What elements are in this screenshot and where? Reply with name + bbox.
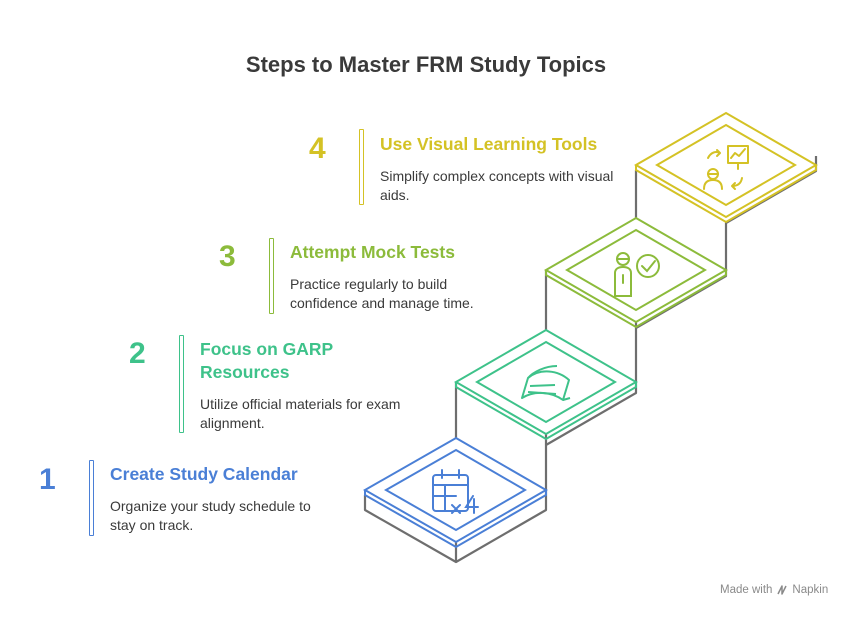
page-title: Steps to Master FRM Study Topics [245, 52, 607, 77]
napkin-brand-label: Napkin [792, 584, 829, 596]
step-3-description: Practice regularly to build confidence a… [290, 276, 474, 311]
step-2-number: 2 [129, 337, 146, 370]
step-4-heading: Use Visual Learning Tools [380, 134, 598, 154]
calendar-icon [432, 469, 479, 514]
step-4-description: Simplify complex concepts with visual ai… [380, 168, 614, 203]
step-3-platform [544, 216, 728, 329]
test-taker-icon [614, 252, 660, 297]
book-icon [521, 365, 571, 401]
step-2-heading: Focus on GARP Resources [200, 339, 333, 382]
step-4-accent-bar [359, 129, 364, 205]
step-2-platform [454, 328, 638, 441]
step-1-description: Organize your study schedule to stay on … [110, 498, 311, 533]
step-4-number: 4 [309, 132, 326, 165]
napkin-logo-icon [777, 585, 788, 595]
step-3-number: 3 [219, 240, 236, 273]
made-with-napkin: Made with Napkin [720, 584, 828, 596]
step-1-accent-bar [89, 460, 94, 536]
step-2-accent-bar [179, 335, 184, 433]
step-4-platform [634, 111, 818, 224]
step-3-heading: Attempt Mock Tests [290, 242, 455, 262]
step-3-accent-bar [269, 238, 274, 314]
step-1-heading: Create Study Calendar [110, 464, 298, 484]
step-2-description: Utilize official materials for exam alig… [200, 396, 401, 431]
made-with-label: Made with [720, 584, 773, 596]
step-1-number: 1 [39, 463, 56, 496]
step-1-platform [362, 436, 548, 549]
presentation-icon [703, 145, 749, 190]
